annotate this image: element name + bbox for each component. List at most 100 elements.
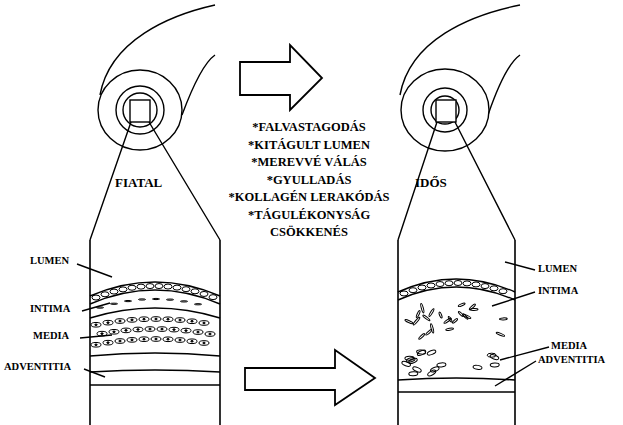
smooth-muscle-cell <box>175 318 185 323</box>
layer-boundary <box>90 353 220 356</box>
smooth-muscle-cell <box>416 349 425 354</box>
cell-nucleus <box>167 318 169 320</box>
endothelial-cell <box>490 286 498 291</box>
leader-line <box>82 303 110 311</box>
smooth-muscle-cell <box>127 338 137 343</box>
cell-nucleus <box>155 318 157 320</box>
leader-line <box>505 262 535 270</box>
smooth-muscle-cell <box>103 320 113 325</box>
smooth-muscle-cell <box>187 339 197 344</box>
layer-label: MEDIA <box>33 330 69 342</box>
endothelial-cell <box>101 292 109 297</box>
smooth-muscle-cell <box>175 338 185 343</box>
smooth-muscle-cell <box>121 328 131 333</box>
smooth-muscle-cell <box>115 339 125 344</box>
intima-cell <box>496 332 505 337</box>
smooth-muscle-cell <box>473 365 483 371</box>
endothelial-cell <box>146 284 154 289</box>
endothelial-cell <box>454 281 462 286</box>
cell-nucleus <box>119 340 121 342</box>
cell-nucleus <box>125 330 127 332</box>
layer-label: INTIMA <box>538 285 578 297</box>
intima-fiber <box>139 299 146 300</box>
cell-nucleus <box>161 328 163 330</box>
transition-arrow <box>245 350 375 405</box>
cell-nucleus <box>203 322 205 324</box>
intima-cell <box>452 318 458 324</box>
endothelial-cell <box>418 285 426 290</box>
layer-boundary <box>398 378 515 380</box>
cell-nucleus <box>101 333 103 335</box>
layer-label: ADVENTITIA <box>538 354 605 366</box>
vessel-outline <box>488 55 520 115</box>
smooth-muscle-cell <box>490 363 499 367</box>
cell-nucleus <box>107 342 109 344</box>
smooth-muscle-cell <box>91 342 101 347</box>
endothelial-cell <box>400 291 408 296</box>
intima-cell <box>430 324 434 334</box>
endothelial-cell <box>110 289 118 294</box>
smooth-muscle-cell <box>430 366 440 373</box>
smooth-muscle-cell <box>91 322 101 327</box>
intima-cell <box>422 314 430 321</box>
intima-cell <box>416 310 421 318</box>
intima-fiber <box>97 307 104 308</box>
smooth-muscle-cell <box>97 331 107 336</box>
smooth-muscle-cell <box>115 319 125 324</box>
endothelial-cell <box>92 295 100 300</box>
intima-cell <box>458 302 465 307</box>
intima-cell <box>420 303 424 313</box>
endothelial-cell <box>155 284 163 289</box>
endothelial-cell <box>119 287 127 292</box>
layer-label: ADVENTITIA <box>4 361 71 373</box>
smooth-muscle-cell <box>205 332 215 337</box>
intima-cell <box>470 308 478 310</box>
vessel-wall-inner <box>116 86 164 134</box>
endothelial-cell <box>499 289 507 294</box>
layer-label: MEDIA <box>551 340 587 352</box>
smooth-muscle-cell <box>103 340 113 345</box>
adventitia-line <box>398 391 515 392</box>
stage-label: FIATAL <box>115 176 162 190</box>
intima-cell <box>405 319 414 324</box>
intima-fiber <box>125 300 132 301</box>
adventitia-line <box>90 370 220 372</box>
endothelium-line <box>90 282 220 296</box>
intima-fiber <box>195 304 202 305</box>
vessel-wall-inner <box>423 88 467 132</box>
cell-nucleus <box>95 344 97 346</box>
leader-line <box>77 264 112 277</box>
cell-nucleus <box>143 318 145 320</box>
intima-fiber <box>167 299 174 300</box>
cell-nucleus <box>155 338 157 340</box>
intima-cell <box>418 333 425 340</box>
leader-line <box>495 361 536 386</box>
smooth-muscle-cell <box>157 327 167 332</box>
cell-nucleus <box>149 328 151 330</box>
endothelial-cell <box>182 287 190 292</box>
smooth-muscle-cell <box>109 329 119 334</box>
change-item: *FALVASTAGODÁS <box>225 119 393 137</box>
endothelial-cell <box>481 284 489 289</box>
stage-label: IDŐS <box>415 176 447 190</box>
cell-nucleus <box>119 320 121 322</box>
endothelial-cell <box>191 289 199 294</box>
intima-fiber <box>111 303 118 304</box>
cell-nucleus <box>191 340 193 342</box>
smooth-muscle-cell <box>187 319 197 324</box>
cell-nucleus <box>179 339 181 341</box>
smooth-muscle-cell <box>145 327 155 332</box>
smooth-muscle-cell <box>427 349 437 356</box>
layer-label: LUMEN <box>30 255 69 267</box>
smooth-muscle-cell <box>408 357 418 364</box>
endothelial-cell <box>209 295 217 300</box>
endothelium-line <box>398 279 515 292</box>
change-item: *TÁGULÉKONYSÁG CSÖKKENÉS <box>225 207 393 242</box>
smooth-muscle-cell <box>412 366 422 373</box>
cell-nucleus <box>191 320 193 322</box>
fan-line <box>398 122 515 240</box>
leader-line <box>84 369 105 377</box>
smooth-muscle-cell <box>409 372 418 376</box>
smooth-muscle-cell <box>169 327 179 332</box>
smooth-muscle-cell <box>133 327 143 332</box>
